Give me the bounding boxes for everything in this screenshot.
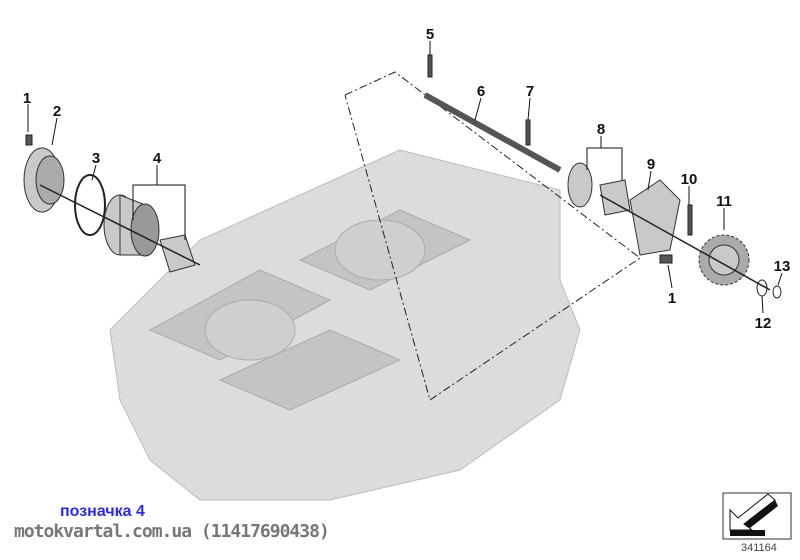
callout-5: 5 — [426, 26, 434, 43]
callout-1: 1 — [23, 90, 31, 107]
assembly-line — [344, 71, 641, 401]
callout-10: 10 — [681, 171, 698, 188]
diagram-number: 341164 — [741, 542, 777, 554]
callout-12: 12 — [755, 315, 772, 332]
arrow-down-left-icon — [722, 492, 792, 540]
callout-4: 4 — [153, 150, 162, 167]
callout-11: 11 — [716, 193, 732, 210]
part-label: позначка 4 — [60, 503, 145, 520]
callout-9: 9 — [647, 156, 655, 173]
callout-7: 7 — [526, 83, 534, 100]
callout-13: 13 — [774, 258, 791, 275]
callout-2: 2 — [53, 103, 61, 120]
callout-1-right: 1 — [668, 290, 676, 307]
crankcase — [109, 149, 581, 501]
left-parts — [23, 134, 201, 273]
callout-6: 6 — [477, 83, 485, 100]
callout-3: 3 — [92, 150, 100, 167]
site-watermark: motokvartal.com.ua (11417690438) — [14, 521, 330, 542]
callout-8: 8 — [597, 121, 605, 138]
leader-lines — [27, 41, 783, 314]
right-parts — [423, 54, 782, 299]
